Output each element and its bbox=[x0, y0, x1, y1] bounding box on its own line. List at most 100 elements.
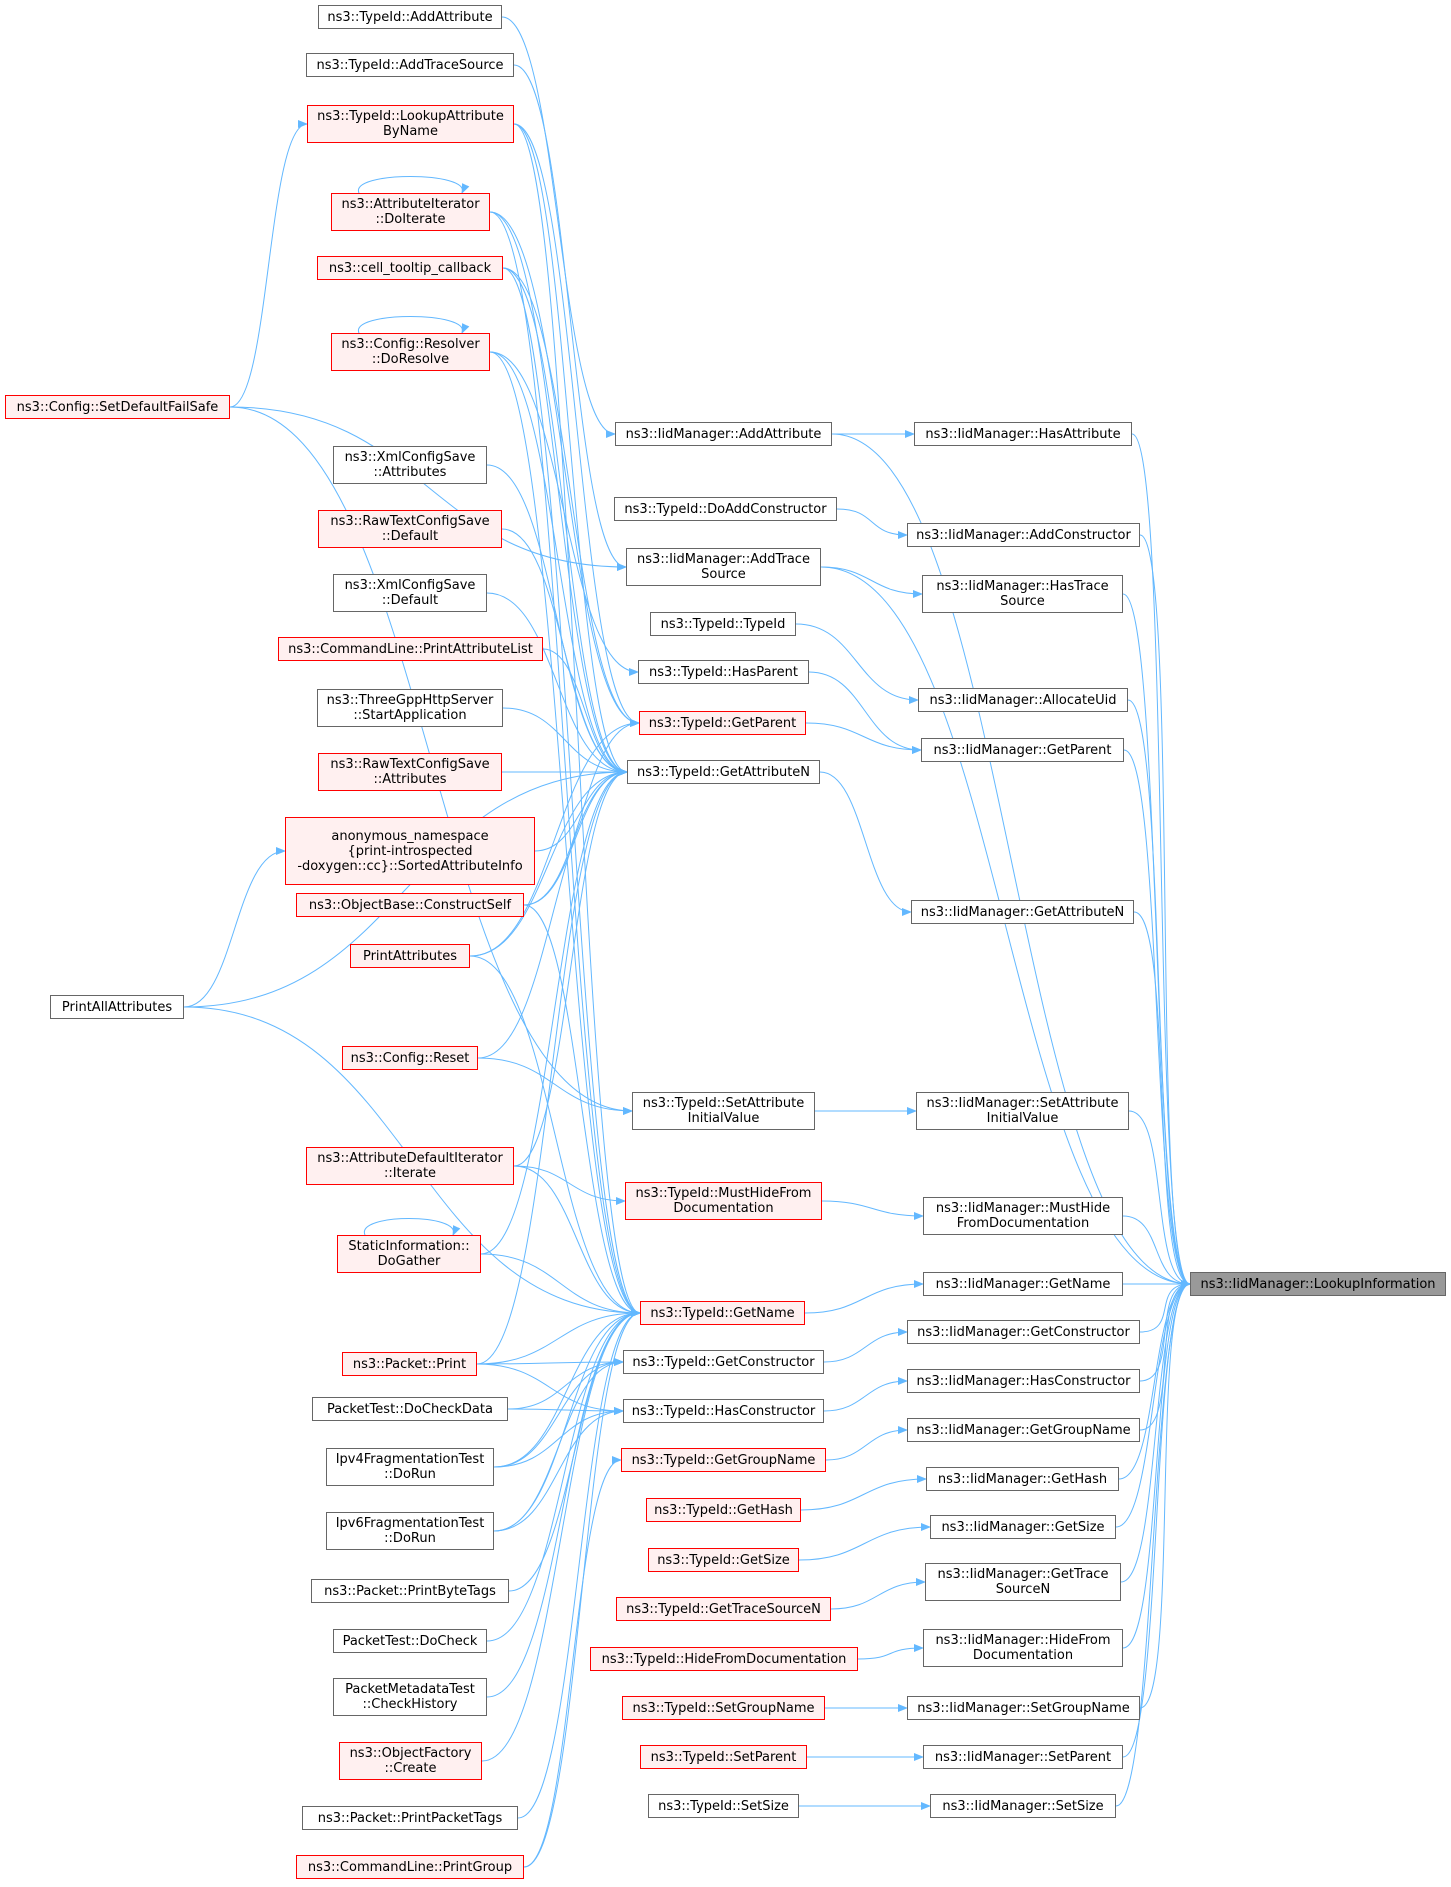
node-iidmanager-setsize[interactable]: ns3::IidManager::SetSize bbox=[930, 1794, 1116, 1818]
node-iidmanager-setattributeinitialvalue[interactable]: ns3::IidManager::SetAttribute InitialVal… bbox=[916, 1092, 1129, 1130]
edge-ti_lookupattributebyname-to-ti_getname bbox=[513, 123, 641, 1317]
node-iidmanager-gettracesourcen[interactable]: ns3::IidManager::GetTrace SourceN bbox=[925, 1563, 1121, 1601]
edge-printattributes-to-ti_getname bbox=[469, 955, 641, 1317]
node-iidmanager-addtracesource[interactable]: ns3::IidManager::AddTrace Source bbox=[626, 548, 821, 586]
node-xmlconfigsave-default[interactable]: ns3::XmlConfigSave ::Default bbox=[333, 574, 487, 612]
node-anonymous-sortedattributeinfo[interactable]: anonymous_namespace {print-introspected … bbox=[285, 817, 535, 885]
node-typeid-getattributen[interactable]: ns3::TypeId::GetAttributeN bbox=[627, 760, 820, 784]
node-commandline-printattributelist[interactable]: ns3::CommandLine::PrintAttributeList bbox=[278, 637, 543, 661]
node-iidmanager-hastracesource[interactable]: ns3::IidManager::HasTrace Source bbox=[922, 575, 1123, 613]
node-iidmanager-getparent[interactable]: ns3::IidManager::GetParent bbox=[921, 738, 1124, 762]
node-typeid-setattributeinitialvalue[interactable]: ns3::TypeId::SetAttribute InitialValue bbox=[632, 1092, 815, 1130]
node-threegpphttpserver-startapplication[interactable]: ns3::ThreeGppHttpServer ::StartApplicati… bbox=[317, 689, 503, 727]
edge-ai_doiterate-to-ti_getattributen bbox=[489, 211, 628, 776]
node-iidmanager-hidefromdocumentation[interactable]: ns3::IidManager::HideFrom Documentation bbox=[923, 1629, 1123, 1667]
edge-ob_constructself-to-ti_getparent bbox=[523, 719, 640, 906]
node-typeid-addattribute[interactable]: ns3::TypeId::AddAttribute bbox=[318, 5, 502, 29]
node-typeid-hidefromdocumentation[interactable]: ns3::TypeId::HideFromDocumentation bbox=[590, 1647, 858, 1671]
node-typeid-hasparent[interactable]: ns3::TypeId::HasParent bbox=[638, 660, 809, 684]
node-typeid-getgroupname[interactable]: ns3::TypeId::GetGroupName bbox=[621, 1448, 826, 1472]
node-cell-tooltip-callback[interactable]: ns3::cell_tooltip_callback bbox=[317, 256, 503, 280]
node-config-reset[interactable]: ns3::Config::Reset bbox=[342, 1046, 478, 1070]
node-attributeiterator-doiterate[interactable]: ns3::AttributeIterator ::DoIterate bbox=[331, 193, 490, 231]
edge-packet_print-to-ti_getconstructor bbox=[476, 1358, 624, 1367]
edge-ti_hasparent-to-im_getparent bbox=[808, 671, 922, 754]
node-xmlconfigsave-attributes[interactable]: ns3::XmlConfigSave ::Attributes bbox=[333, 446, 487, 484]
edge-ti_getattributen-to-im_getattributen bbox=[819, 771, 912, 916]
edge-xcs_default-to-ti_getattributen bbox=[486, 592, 628, 776]
node-typeid-getconstructor[interactable]: ns3::TypeId::GetConstructor bbox=[623, 1350, 824, 1374]
edge-self-ai_doiterate bbox=[358, 176, 470, 194]
node-commandline-printgroup[interactable]: ns3::CommandLine::PrintGroup bbox=[296, 1855, 524, 1879]
node-printallattributes[interactable]: PrintAllAttributes bbox=[50, 995, 184, 1019]
edge-im_addconstructor-to-root bbox=[1139, 534, 1191, 1288]
edge-pt_docheck-to-ti_getname bbox=[486, 1309, 641, 1642]
node-printattributes[interactable]: PrintAttributes bbox=[350, 944, 470, 968]
edge-cell_tooltip_callback-to-ti_getname bbox=[502, 267, 641, 1317]
node-iidmanager-setgroupname[interactable]: ns3::IidManager::SetGroupName bbox=[907, 1696, 1140, 1720]
edge-config_reset-to-ti_setattributeinitialvalue bbox=[477, 1057, 633, 1115]
node-iidmanager-getname[interactable]: ns3::IidManager::GetName bbox=[923, 1272, 1123, 1296]
edge-ti_gethash-to-im_gethash bbox=[800, 1475, 927, 1511]
node-packet-printbytetags[interactable]: ns3::Packet::PrintByteTags bbox=[311, 1579, 509, 1603]
edge-ti_doaddconstructor-to-im_addconstructor bbox=[836, 508, 908, 539]
node-iidmanager-musthidefromdocumentation[interactable]: ns3::IidManager::MustHide FromDocumentat… bbox=[923, 1197, 1123, 1235]
edge-ti_addattribute-to-im_addattribute bbox=[501, 16, 616, 438]
edge-printallattributes-to-ti_getattributen bbox=[183, 768, 628, 1008]
node-typeid-musthidefromdocumentation[interactable]: ns3::TypeId::MustHideFrom Documentation bbox=[625, 1182, 822, 1220]
edge-cr_doresolve-to-ti_getattributen bbox=[489, 351, 628, 776]
node-typeid-getname[interactable]: ns3::TypeId::GetName bbox=[640, 1301, 805, 1325]
node-iidmanager-setparent[interactable]: ns3::IidManager::SetParent bbox=[923, 1745, 1123, 1769]
node-packetmetadatatest-checkhistory[interactable]: PacketMetadataTest ::CheckHistory bbox=[333, 1678, 487, 1716]
node-staticinformation-dogather[interactable]: StaticInformation:: DoGather bbox=[337, 1235, 481, 1273]
node-config-resolver-doresolve[interactable]: ns3::Config::Resolver ::DoResolve bbox=[331, 333, 490, 371]
node-typeid-addtracesource[interactable]: ns3::TypeId::AddTraceSource bbox=[306, 53, 514, 77]
edge-ti_gettracesourcen-to-im_gettracesourcen bbox=[830, 1578, 926, 1610]
node-iidmanager-getgroupname[interactable]: ns3::IidManager::GetGroupName bbox=[907, 1418, 1140, 1442]
node-typeid-setsize[interactable]: ns3::TypeId::SetSize bbox=[648, 1794, 799, 1818]
node-rawtextconfigsave-attributes[interactable]: ns3::RawTextConfigSave ::Attributes bbox=[318, 753, 502, 791]
edge-ipv6_dorun-to-ti_getconstructor bbox=[493, 1358, 624, 1532]
edge-im_getparent-to-root bbox=[1123, 749, 1191, 1288]
node-packettest-docheck[interactable]: PacketTest::DoCheck bbox=[333, 1629, 487, 1653]
node-typeid-doaddconstructor[interactable]: ns3::TypeId::DoAddConstructor bbox=[614, 497, 837, 521]
node-config-setdefaultfailsafe[interactable]: ns3::Config::SetDefaultFailSafe bbox=[5, 395, 230, 419]
node-ipv4fragmentationtest-dorun[interactable]: Ipv4FragmentationTest ::DoRun bbox=[326, 1448, 494, 1486]
node-ipv6fragmentationtest-dorun[interactable]: Ipv6FragmentationTest ::DoRun bbox=[326, 1512, 494, 1550]
node-typeid-gethash[interactable]: ns3::TypeId::GetHash bbox=[646, 1498, 801, 1522]
edge-ti_hasconstructor-to-im_hasconstructor bbox=[823, 1377, 908, 1412]
node-iidmanager-getsize[interactable]: ns3::IidManager::GetSize bbox=[930, 1515, 1116, 1539]
node-typeid-hasconstructor[interactable]: ns3::TypeId::HasConstructor bbox=[623, 1399, 824, 1423]
edge-cl_printattributelist-to-ti_getattributen bbox=[542, 648, 628, 776]
node-iidmanager-hasconstructor[interactable]: ns3::IidManager::HasConstructor bbox=[907, 1369, 1140, 1393]
edge-im_hidefromdocumentation-to-root bbox=[1122, 1280, 1191, 1649]
edge-ti_addtracesource-to-im_addtracesource bbox=[513, 64, 627, 571]
node-typeid-setgroupname[interactable]: ns3::TypeId::SetGroupName bbox=[622, 1696, 825, 1720]
node-iidmanager-addconstructor[interactable]: ns3::IidManager::AddConstructor bbox=[907, 523, 1140, 547]
edge-config_setdefaultfailsafe-to-im_addtracesource bbox=[229, 406, 627, 571]
node-lookupinformation: ns3::IidManager::LookupInformation bbox=[1190, 1272, 1446, 1296]
edge-pmt_checkhistory-to-ti_getname bbox=[486, 1309, 641, 1698]
node-typeid-getparent[interactable]: ns3::TypeId::GetParent bbox=[639, 711, 806, 735]
node-typeid-typeid[interactable]: ns3::TypeId::TypeId bbox=[650, 612, 796, 636]
edge-ti_hidefromdocumentation-to-im_hidefromdocumentation bbox=[857, 1644, 924, 1660]
node-iidmanager-getconstructor[interactable]: ns3::IidManager::GetConstructor bbox=[907, 1320, 1140, 1344]
node-iidmanager-allocateuid[interactable]: ns3::IidManager::AllocateUid bbox=[918, 688, 1128, 712]
node-packet-print[interactable]: ns3::Packet::Print bbox=[342, 1352, 477, 1376]
node-iidmanager-getattributen[interactable]: ns3::IidManager::GetAttributeN bbox=[911, 900, 1134, 924]
node-packettest-docheckdata[interactable]: PacketTest::DoCheckData bbox=[312, 1397, 508, 1421]
node-iidmanager-addattribute[interactable]: ns3::IidManager::AddAttribute bbox=[615, 422, 832, 446]
node-attributedefaultiterator-iterate[interactable]: ns3::AttributeDefaultIterator ::Iterate bbox=[306, 1147, 514, 1185]
node-iidmanager-hasattribute[interactable]: ns3::IidManager::HasAttribute bbox=[914, 422, 1132, 446]
node-typeid-gettracesourcen[interactable]: ns3::TypeId::GetTraceSourceN bbox=[616, 1597, 831, 1621]
edge-pt_docheckdata-to-ti_hasconstructor bbox=[507, 1406, 624, 1415]
node-objectbase-constructself[interactable]: ns3::ObjectBase::ConstructSelf bbox=[296, 893, 524, 917]
node-objectfactory-create[interactable]: ns3::ObjectFactory ::Create bbox=[339, 1742, 482, 1780]
node-packet-printpackettags[interactable]: ns3::Packet::PrintPacketTags bbox=[302, 1806, 518, 1830]
node-typeid-lookupattributebyname[interactable]: ns3::TypeId::LookupAttribute ByName bbox=[307, 105, 514, 143]
node-iidmanager-gethash[interactable]: ns3::IidManager::GetHash bbox=[926, 1467, 1119, 1491]
edge-printallattributes-to-anon_sortedattributeinfo bbox=[183, 847, 286, 1008]
node-rawtextconfigsave-default[interactable]: ns3::RawTextConfigSave ::Default bbox=[318, 510, 502, 548]
node-typeid-getsize[interactable]: ns3::TypeId::GetSize bbox=[648, 1548, 799, 1572]
node-typeid-setparent[interactable]: ns3::TypeId::SetParent bbox=[640, 1745, 807, 1769]
